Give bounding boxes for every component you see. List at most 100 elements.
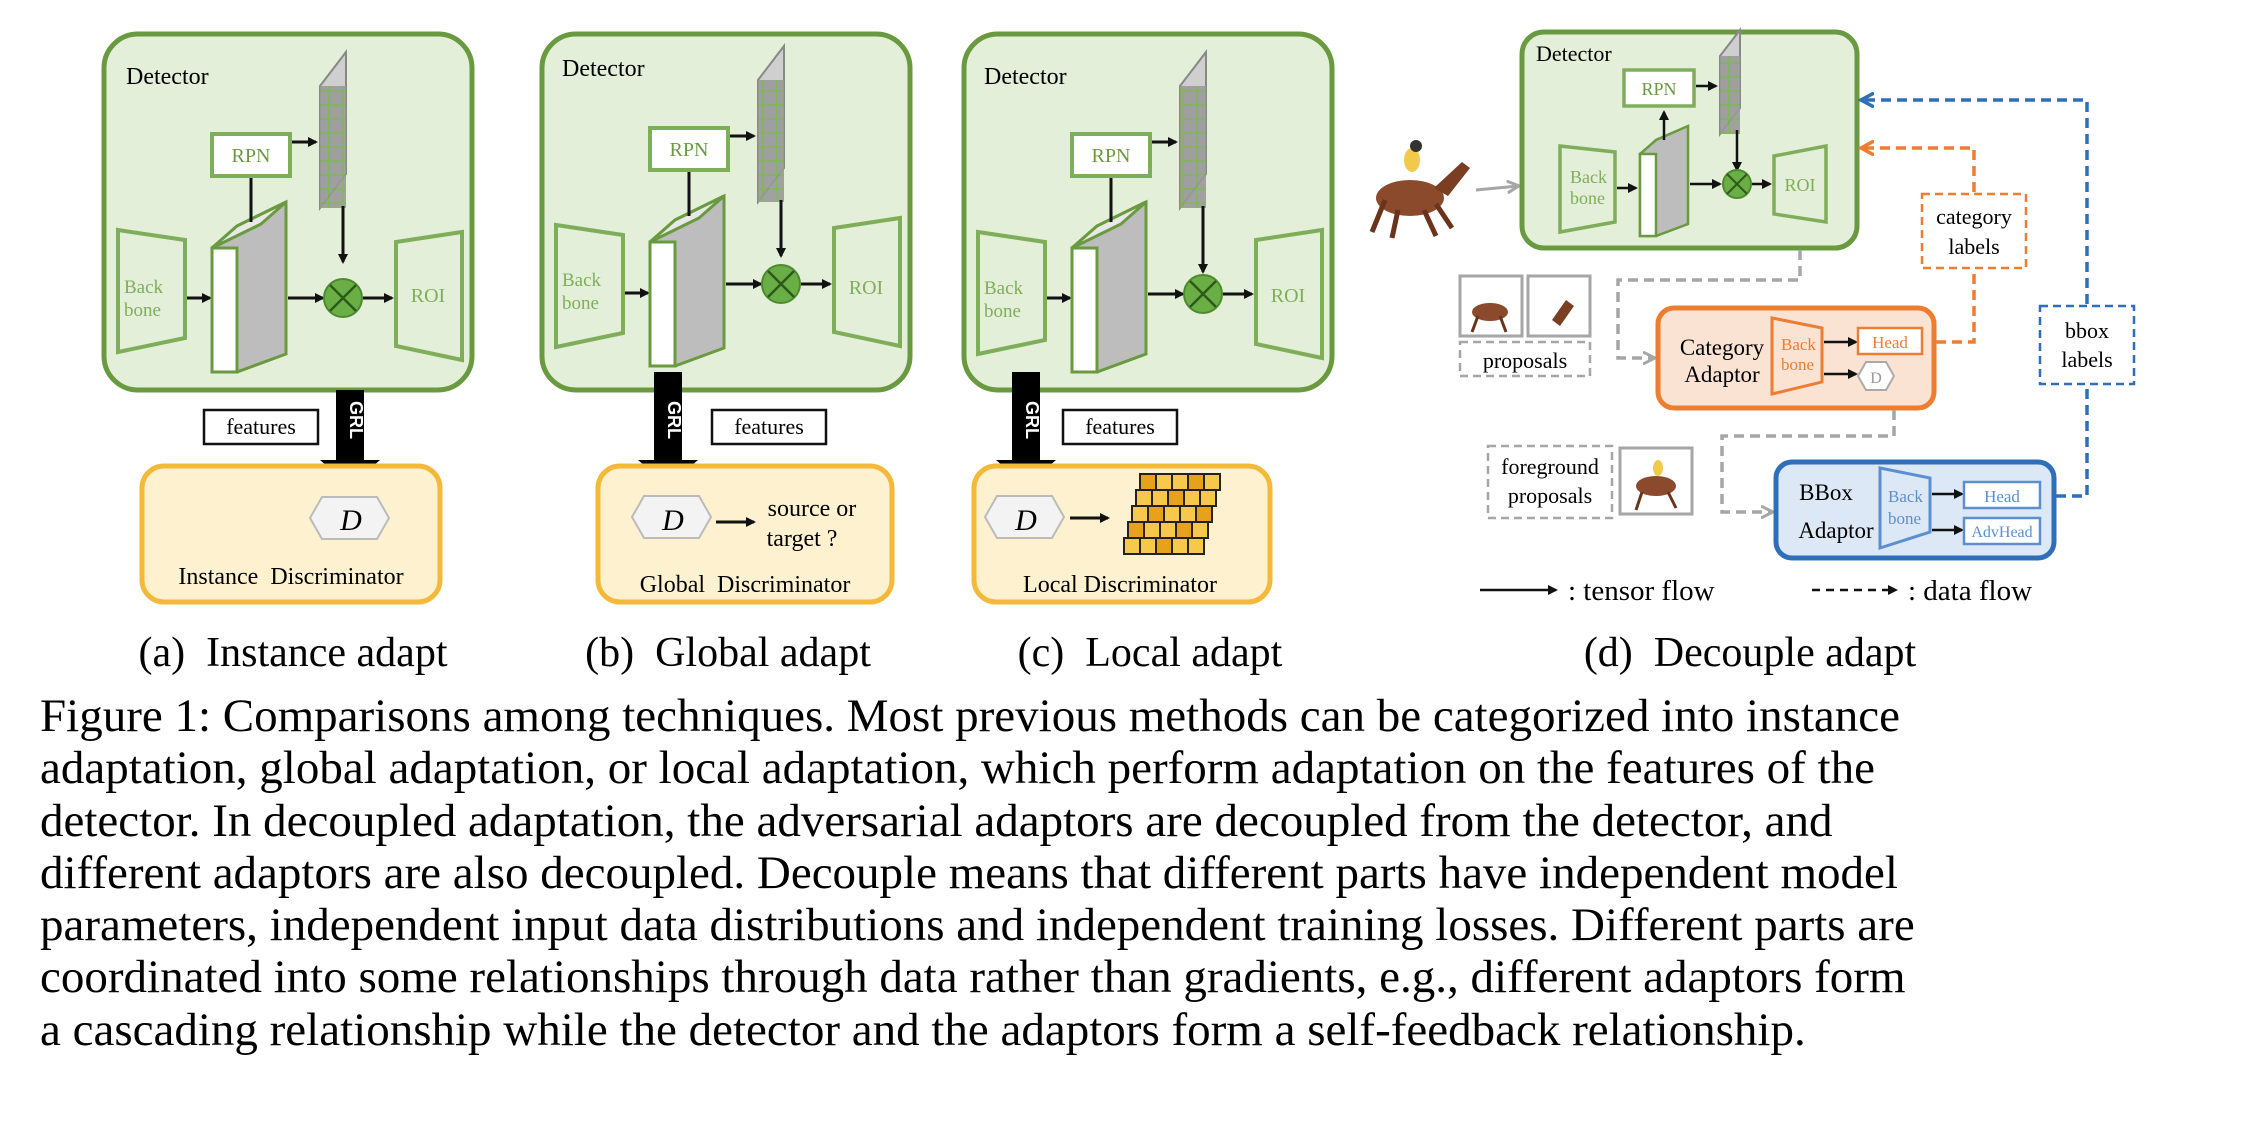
foreground-proposals-label-2: proposals: [1508, 483, 1592, 508]
rpn-box: [1070, 132, 1152, 178]
caption-line: a cascading relationship while the detec…: [40, 1003, 1806, 1056]
grid-cell: [1127, 521, 1145, 539]
grid-cell: [1171, 537, 1189, 555]
rpn-box: [648, 126, 730, 172]
panel-c: Detector Back bone RPN ROI GRL featur: [961, 31, 1335, 676]
multiply-node-icon: [323, 278, 363, 318]
subcaption: (a) Instance adapt: [139, 630, 448, 676]
grl-label: GRL: [346, 401, 366, 439]
grid-cell: [1195, 505, 1213, 523]
grid-cell: [1131, 505, 1149, 523]
caption-line: Figure 1: Comparisons among techniques. …: [40, 690, 1901, 742]
caption-line: coordinated into some relationships thro…: [40, 951, 1906, 1004]
output-label-2: target ?: [767, 526, 838, 552]
figure-diagram: Detector Back bone RPN ROI: [101, 27, 2136, 676]
d-label: D: [1014, 504, 1037, 537]
panel-d: Detector Back bone RPN ROI: [1369, 27, 2136, 676]
grid-cell: [1155, 537, 1173, 555]
proposal-thumbnail: [1526, 274, 1592, 338]
rpn-box: [210, 132, 292, 178]
features-label: features: [734, 414, 804, 439]
grid-cell: [1199, 489, 1217, 507]
discriminator-label: Local Discriminator: [1023, 572, 1217, 598]
category-labels-box: [1920, 192, 2028, 270]
roi-label: ROI: [1785, 175, 1816, 195]
d-label: D: [661, 504, 684, 537]
grid-cell: [1163, 505, 1181, 523]
roi-label: ROI: [411, 285, 445, 307]
grid-cell: [1203, 473, 1221, 491]
feature-slab: [1638, 124, 1690, 238]
output-label: source or: [768, 496, 857, 522]
hexagon-discriminator-icon: [630, 495, 713, 539]
racing-horse-icon: [1369, 140, 1470, 239]
category-adaptor-label: Category: [1680, 335, 1765, 360]
rpn-label: RPN: [670, 139, 709, 161]
roi-block: [1772, 143, 1828, 225]
backbone-block: [116, 227, 187, 355]
grid-cell: [1179, 505, 1197, 523]
discriminator-label: Global Discriminator: [640, 572, 851, 598]
category-head-label: Head: [1872, 333, 1908, 352]
backbone-label: Back: [124, 277, 164, 298]
bbox-labels-box: [2038, 304, 2136, 386]
grid-cell: [1155, 473, 1173, 491]
subcaption: (c) Local adapt: [1018, 630, 1283, 676]
subcaption: (d) Decouple adapt: [1584, 630, 1917, 676]
category-backbone-label-2: bone: [1781, 355, 1814, 374]
detector-box: [101, 31, 475, 393]
caption-line: detector. In decoupled adaptation, the a…: [40, 794, 1833, 847]
features-box: [1061, 408, 1179, 446]
grid-cell: [1139, 473, 1157, 491]
grid-map-icon: [1123, 473, 1221, 555]
grid-cell: [1187, 473, 1205, 491]
panel-b: Detector Back bone RPN ROI GRL featur: [539, 31, 913, 676]
foreground-proposals-label: foreground: [1501, 454, 1599, 479]
rpn-label: RPN: [232, 145, 271, 167]
grid-cell: [1147, 505, 1165, 523]
roi-block: [1254, 227, 1324, 361]
grl-label: GRL: [1022, 401, 1042, 439]
rpn-label: RPN: [1092, 145, 1131, 167]
feature-slab: [1070, 199, 1148, 374]
legend-data-flow: : data flow: [1908, 575, 2032, 607]
caption-line: parameters, independent input data distr…: [40, 899, 1915, 952]
backbone-label-2: bone: [1570, 188, 1605, 208]
category-labels-label: category: [1936, 204, 2012, 229]
multiply-node-icon: [761, 264, 801, 304]
detector-label: Detector: [984, 64, 1067, 90]
bbox-head-label: Head: [1984, 487, 2020, 506]
backbone-label: Back: [984, 278, 1024, 299]
grid-cell: [1183, 489, 1201, 507]
d-label: D: [339, 504, 362, 537]
roi-label: ROI: [849, 277, 883, 299]
proposals-label: proposals: [1483, 348, 1567, 373]
grid-cell: [1171, 473, 1189, 491]
hexagon-discriminator-icon: [1856, 361, 1896, 391]
grid-cell: [1143, 521, 1161, 539]
detector-label: Detector: [562, 56, 645, 82]
bbox-backbone-block: [1878, 466, 1932, 551]
feature-map-icon: [757, 43, 785, 205]
category-adaptor-label-2: Adaptor: [1684, 362, 1760, 387]
bbox-advhead-box: [1962, 516, 2042, 546]
backbone-label-2: bone: [124, 300, 161, 321]
bbox-advhead-label: AdvHead: [1971, 524, 2032, 541]
features-label: features: [1085, 414, 1155, 439]
roi-label: ROI: [1271, 285, 1305, 307]
category-head-box: [1856, 326, 1924, 356]
detector-label: Detector: [1536, 41, 1612, 66]
bbox-labels-label: bbox: [2065, 318, 2109, 343]
bbox-labels-label-2: labels: [2061, 347, 2112, 372]
figure-caption: Figure 1: Comparisons among techniques. …: [40, 690, 2215, 1056]
backbone-label-2: bone: [984, 301, 1021, 322]
multiply-node-icon: [1722, 169, 1752, 199]
feature-map-icon: [319, 49, 347, 211]
bbox-adaptor-label: BBox: [1799, 480, 1853, 505]
features-box: [710, 408, 828, 446]
grid-cell: [1159, 521, 1177, 539]
proposals-box: [1458, 340, 1592, 378]
detector-box: [539, 31, 913, 393]
bbox-backbone-label: Back: [1888, 487, 1923, 506]
backbone-block: [554, 222, 625, 350]
